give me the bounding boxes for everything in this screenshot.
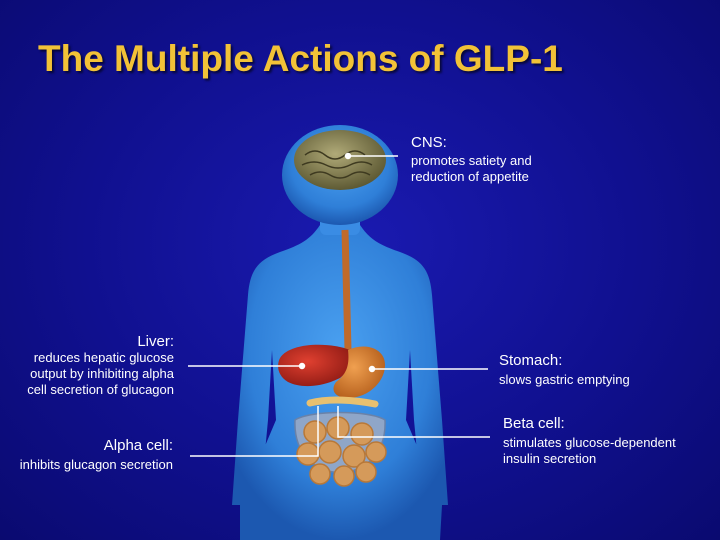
stomach-annotation: Stomach: slows gastric emptying: [499, 352, 630, 387]
stomach-description-line: slows gastric emptying: [499, 372, 630, 387]
beta-cell-description-line: stimulates glucose-dependent: [503, 435, 676, 450]
brain-icon: [294, 130, 386, 190]
liver-description-line: reduces hepatic glucose: [33, 350, 174, 365]
liver-annotation: Liver: reduces hepatic glucose output by…: [27, 333, 174, 397]
beta-cell-annotation: Beta cell: stimulates glucose-dependent …: [503, 415, 676, 466]
stomach-label: Stomach: [499, 352, 559, 369]
beta-cell-description-line: insulin secretion: [503, 451, 597, 466]
alpha-cell-description-line: inhibits glucagon secretion: [19, 457, 173, 472]
human-body-figure: [232, 125, 448, 540]
slide-title: The Multiple Actions of GLP-1: [38, 38, 563, 79]
cns-description-line: reduction of appetite: [411, 169, 529, 184]
pancreas-icon: [306, 396, 379, 408]
beta-cell-label: Beta cell: [503, 415, 561, 432]
cns-description-line: promotes satiety and: [411, 153, 532, 168]
liver-description-line: output by inhibiting alpha: [30, 366, 174, 381]
alpha-cell-annotation: Alpha cell: inhibits glucagon secretion: [19, 437, 173, 472]
alpha-cell-label: Alpha cell: [103, 437, 169, 454]
cns-label: CNS: [411, 134, 443, 151]
liver-label: Liver: [137, 333, 170, 350]
liver-description-line: cell secretion of glucagon: [27, 382, 174, 397]
stomach-icon: [333, 346, 385, 398]
esophagus-icon: [341, 229, 352, 351]
liver-icon: [278, 344, 352, 387]
cns-annotation: CNS: promotes satiety and reduction of a…: [411, 134, 532, 184]
